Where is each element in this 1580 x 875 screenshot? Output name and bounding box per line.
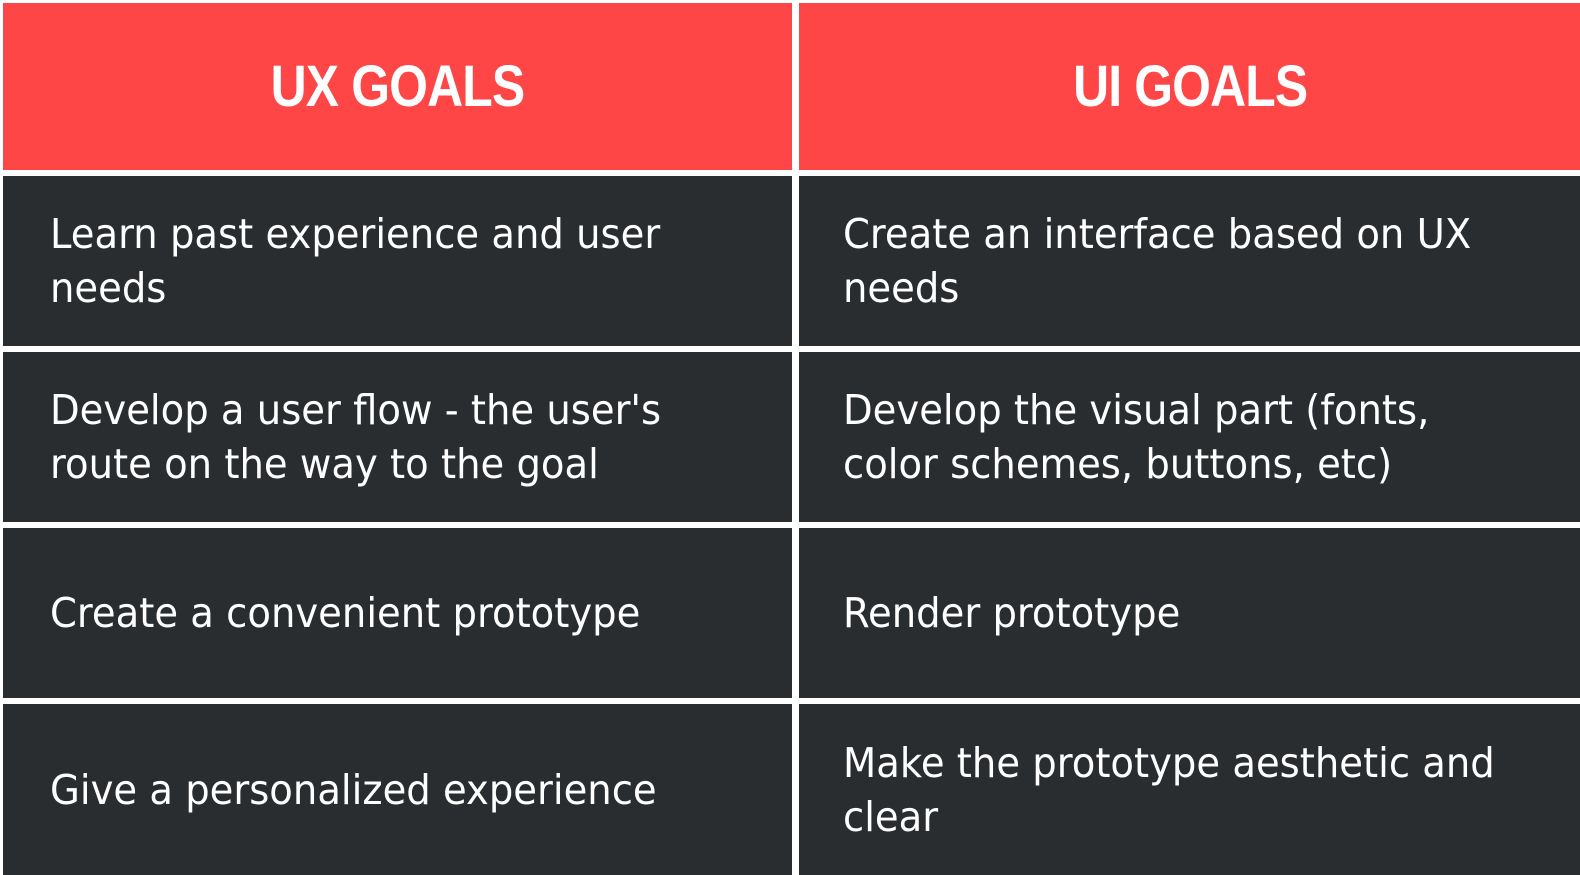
ux-goal-text: Give a personalized experience xyxy=(50,765,657,814)
ui-goal-cell: Make the prototype aesthetic and clear xyxy=(799,704,1580,875)
ux-goal-cell: Create a convenient prototype xyxy=(3,528,792,698)
header-ui-goals: UI GOALS xyxy=(799,3,1580,170)
ui-goal-cell: Develop the visual part (fonts, color sc… xyxy=(799,352,1580,522)
ui-goal-text: Make the prototype aesthetic and clear xyxy=(843,738,1495,841)
ui-goal-text: Create an interface based on UX needs xyxy=(843,210,1472,312)
ux-goal-text: Learn past experience and user needs xyxy=(50,210,661,312)
ux-goal-cell: Give a personalized experience xyxy=(3,704,792,875)
ui-goal-text: Develop the visual part (fonts, color sc… xyxy=(843,386,1430,488)
ux-goal-text: Develop a user flow - the user's route o… xyxy=(50,386,662,488)
header-ui-goals-label: UI GOALS xyxy=(1073,54,1308,119)
ux-goal-text: Create a convenient prototype xyxy=(50,589,641,637)
ui-goal-cell: Render prototype xyxy=(799,528,1580,698)
ux-goal-cell: Learn past experience and user needs xyxy=(3,176,792,346)
header-ux-goals-label: UX GOALS xyxy=(270,54,525,119)
ux-vs-ui-goals-table: UX GOALS UI GOALS Learn past experience … xyxy=(3,3,1580,875)
ui-goal-cell: Create an interface based on UX needs xyxy=(799,176,1580,346)
header-ux-goals: UX GOALS xyxy=(3,3,792,170)
ux-goal-cell: Develop a user flow - the user's route o… xyxy=(3,352,792,522)
ui-goal-text: Render prototype xyxy=(843,589,1181,637)
